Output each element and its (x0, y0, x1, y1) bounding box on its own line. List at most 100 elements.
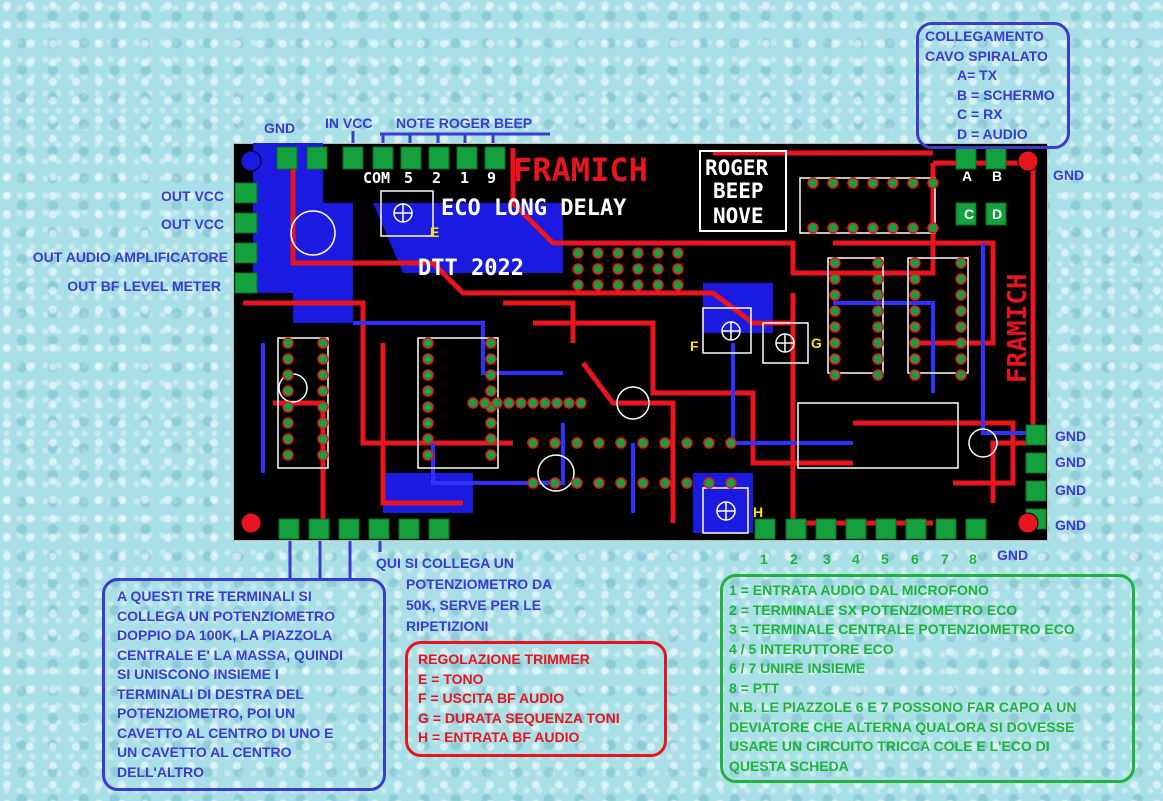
cable-box-item: B = SCHERMO (957, 86, 1055, 103)
terminal-number: 6 (911, 551, 919, 567)
pad (527, 477, 539, 489)
out-audio-amp-label: OUT AUDIO AMPLIFICATORE (32, 249, 228, 265)
box-line: CAVETTO AL CENTRO DI UNO E (117, 724, 334, 741)
out-bf-level-label: OUT BF LEVEL METER (67, 278, 221, 294)
box-line: DELL'ALTRO (117, 763, 205, 780)
box-line: 2 = TERMINALE SX POTENZIOMETRO ECO (729, 601, 1018, 618)
pad (485, 369, 497, 381)
pad (615, 477, 627, 489)
pad (872, 337, 884, 349)
pad (422, 401, 434, 413)
pad (317, 385, 329, 397)
box-line: CENTRALE E' LA MASSA, QUINDI (117, 646, 344, 663)
out-vcc-label-2: OUT VCC (161, 216, 224, 232)
pad (872, 273, 884, 285)
beep-text: BEEP (713, 179, 764, 203)
pad (829, 353, 841, 365)
pad (829, 257, 841, 269)
pad (827, 222, 839, 234)
pad (467, 397, 479, 409)
box-line: UN CAVETTO AL CENTRO (117, 744, 292, 760)
pad (829, 369, 841, 381)
pad (422, 353, 434, 365)
trimmer-f-label: F (690, 338, 699, 354)
box-line: REGOLAZIONE TRIMMER (418, 651, 590, 667)
pad (317, 417, 329, 429)
pad (829, 321, 841, 333)
gnd-right-label: GND (1055, 428, 1087, 444)
pad (872, 289, 884, 301)
pad (872, 369, 884, 381)
pad (955, 257, 967, 269)
out-vcc-label-1: OUT VCC (161, 188, 224, 204)
pad (652, 279, 664, 291)
pad (909, 369, 921, 381)
pad (955, 353, 967, 365)
pad (539, 397, 551, 409)
pad (571, 437, 583, 449)
box-line: 4 / 5 INTERUTTORE ECO (729, 640, 894, 657)
pin-5: 5 (404, 169, 413, 187)
roger-text: ROGER (705, 156, 769, 180)
pad (909, 273, 921, 285)
pad (909, 321, 921, 333)
trimmer-h-label: H (753, 504, 763, 520)
pad (592, 263, 604, 275)
pcb-board: FRAMICH ECO LONG DELAY DTT 2022 ROGER BE… (233, 143, 1048, 541)
pad (317, 353, 329, 365)
box-line: N.B. LE PIAZZOLE 6 E 7 POSSONO FAR CAPO … (729, 699, 1077, 715)
pad (282, 417, 294, 429)
box-line: QUESTA SCHEDA (729, 757, 849, 774)
board-subtitle: ECO LONG DELAY (441, 196, 627, 221)
pad (955, 369, 967, 381)
box-line: DEVIATORE CHE ALTERNA QUALORA SI DOVESSE (729, 718, 1075, 735)
pad (282, 449, 294, 461)
pad (571, 477, 583, 489)
terminal-number: 4 (852, 551, 860, 567)
box-line: 6 / 7 UNIRE INSIEME (729, 660, 866, 676)
pad (829, 305, 841, 317)
box-line: 1 = ENTRATA AUDIO DAL MICROFONO (729, 582, 989, 598)
gnd-bottom-label: GND (997, 547, 1029, 563)
pad (827, 177, 839, 189)
box-line: G = DURATA SEQUENZA TONI (418, 709, 620, 726)
pad (672, 263, 684, 275)
pad-b-label: B (992, 168, 1002, 184)
pad (479, 397, 491, 409)
terminal-number: 3 (823, 551, 831, 567)
pad (847, 177, 859, 189)
dual-pot-box: A QUESTI TRE TERMINALI SI COLLEGA UN POT… (102, 578, 386, 791)
pad (422, 449, 434, 461)
gnd-right-label: GND (1055, 517, 1087, 533)
pad (807, 177, 819, 189)
gnd-right-label: GND (1053, 167, 1085, 183)
pad (575, 397, 587, 409)
pad (829, 289, 841, 301)
pad (593, 477, 605, 489)
pot-50k-note: QUI SI COLLEGA UN POTENZIOMETRO DA 50K, … (376, 553, 552, 637)
pad (637, 437, 649, 449)
terminal-legend-box: 1 = ENTRATA AUDIO DAL MICROFONO 2 = TERM… (720, 574, 1135, 783)
pad (632, 247, 644, 259)
pad (422, 433, 434, 445)
pad (485, 337, 497, 349)
pad (491, 397, 503, 409)
pad (527, 397, 539, 409)
gnd-right-label: GND (1055, 454, 1087, 470)
box-line: POTENZIOMETRO, POI UN (117, 705, 296, 721)
pin-com: COM (363, 169, 390, 187)
pad (829, 273, 841, 285)
pad (652, 263, 664, 275)
pad (485, 353, 497, 365)
board-vertical-title: FRAMICH (1003, 273, 1033, 383)
pad (867, 177, 879, 189)
terminal-number: 7 (941, 551, 949, 567)
pad (907, 222, 919, 234)
note-line: RIPETIZIONI (406, 618, 489, 634)
pad (909, 337, 921, 349)
pad-c-label: C (964, 206, 974, 222)
note-line: QUI SI COLLEGA UN (376, 555, 514, 571)
pad (907, 177, 919, 189)
pad (515, 397, 527, 409)
cable-connection-box: COLLEGAMENTO CAVO SPIRALATO A= TX B = SC… (916, 22, 1070, 149)
